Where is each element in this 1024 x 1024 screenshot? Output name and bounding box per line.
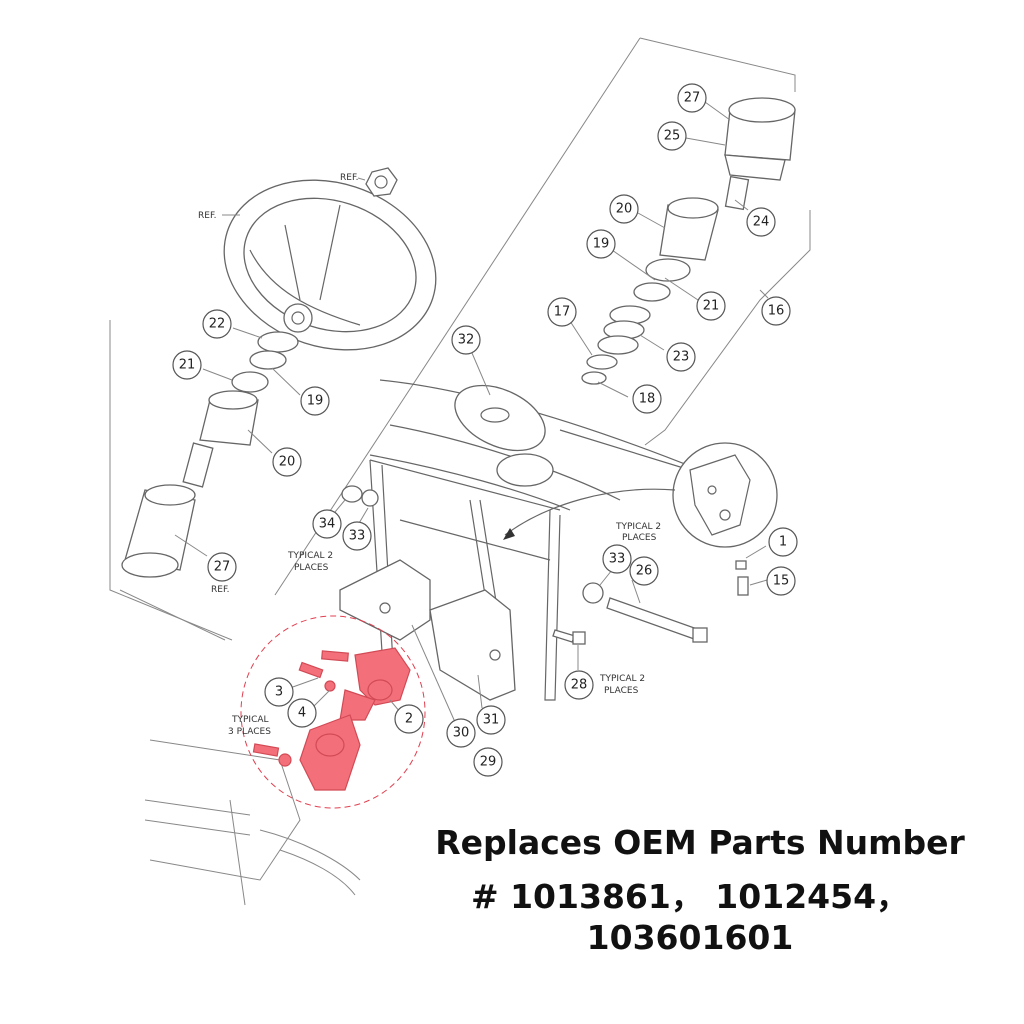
svg-text:25: 25 <box>664 129 681 144</box>
frame-line <box>119 589 226 641</box>
svg-text:19: 19 <box>307 394 324 409</box>
steering-intermediate-shaft <box>252 647 411 791</box>
steering-wheel <box>223 179 437 351</box>
highlight-circle <box>240 615 426 809</box>
svg-text:18: 18 <box>639 392 656 407</box>
callout-29: 29 <box>473 747 503 777</box>
callout-31: 31 <box>476 705 506 735</box>
callout-21-left: 21 <box>172 350 202 380</box>
washer-33 <box>361 489 379 507</box>
callout-33-left: 33 <box>342 521 372 551</box>
svg-text:30: 30 <box>453 726 470 741</box>
svg-text:32: 32 <box>458 333 475 348</box>
column-frame-right <box>644 210 811 446</box>
typical2-bolt-b: PLACES <box>604 686 639 696</box>
detail-inset <box>672 442 778 548</box>
callout-18: 18 <box>632 384 662 414</box>
dashboard-outline <box>379 379 701 471</box>
typical2-bolt-a: TYPICAL 2 <box>599 674 645 684</box>
svg-text:15: 15 <box>773 574 790 589</box>
callout-32: 32 <box>451 325 481 355</box>
callout-17: 17 <box>547 297 577 327</box>
typical2-left-b: PLACES <box>294 563 329 573</box>
svg-text:34: 34 <box>319 517 336 532</box>
svg-text:31: 31 <box>483 713 500 728</box>
callout-23: 23 <box>666 342 696 372</box>
dashboard-outline <box>369 454 571 511</box>
ref-27-label: REF. <box>211 585 230 595</box>
svg-text:20: 20 <box>279 455 296 470</box>
dash-plate <box>454 384 554 487</box>
ref-wheel-label: REF. <box>198 211 217 221</box>
callout-21-right: 21 <box>696 291 726 321</box>
steering-wheel-nut <box>365 167 398 197</box>
callout-27-left: 27 <box>207 552 237 582</box>
callout-1: 1 <box>768 527 798 557</box>
washer-1 <box>735 560 747 570</box>
typical2-right-b: PLACES <box>622 533 657 543</box>
screw-15 <box>737 576 749 596</box>
callout-4: 4 <box>287 698 317 728</box>
lower-bracket-31 <box>429 589 516 701</box>
svg-text:4: 4 <box>298 706 306 721</box>
right-column-stack <box>581 97 796 385</box>
svg-text:3: 3 <box>275 685 283 700</box>
callout-2: 2 <box>394 704 424 734</box>
steering-rack <box>144 739 361 906</box>
svg-text:24: 24 <box>753 215 770 230</box>
callout-19-left: 19 <box>300 386 330 416</box>
svg-text:22: 22 <box>209 317 226 332</box>
callout-19-right: 19 <box>586 229 616 259</box>
callout-16: 16 <box>761 296 791 326</box>
svg-text:27: 27 <box>684 91 701 106</box>
svg-text:26: 26 <box>636 564 653 579</box>
column-frame <box>639 37 796 92</box>
svg-text:1: 1 <box>779 535 787 550</box>
callout-20-right: 20 <box>609 194 639 224</box>
svg-text:33: 33 <box>609 552 626 567</box>
caption-title: Replaces OEM Parts Number <box>435 823 965 862</box>
svg-text:29: 29 <box>480 755 497 770</box>
callout-27-top: 27 <box>677 83 707 113</box>
callout-28: 28 <box>564 670 594 700</box>
callout-33-right: 33 <box>602 544 632 574</box>
left-column-stack <box>121 331 299 578</box>
ref-nut-label: REF. <box>340 173 359 183</box>
detail-arrow <box>504 488 676 536</box>
callout-26: 26 <box>629 556 659 586</box>
callout-34: 34 <box>312 509 342 539</box>
callout-22: 22 <box>202 309 232 339</box>
callout-30: 30 <box>446 718 476 748</box>
typical2-left-a: TYPICAL 2 <box>287 551 333 561</box>
callout-24: 24 <box>746 207 776 237</box>
svg-text:33: 33 <box>349 529 366 544</box>
svg-text:21: 21 <box>703 299 720 314</box>
callout-15: 15 <box>766 566 796 596</box>
bolt-26 <box>582 582 708 643</box>
leader-lines <box>174 101 769 723</box>
svg-text:27: 27 <box>214 560 231 575</box>
frame-line <box>274 37 641 596</box>
dashboard-outline <box>559 429 691 520</box>
svg-text:21: 21 <box>179 358 196 373</box>
callout-25: 25 <box>657 121 687 151</box>
svg-text:23: 23 <box>673 350 690 365</box>
caption-part-numbers: # 1013861， 1012454， 103601601 <box>470 877 910 957</box>
svg-text:28: 28 <box>571 678 588 693</box>
svg-text:17: 17 <box>554 305 571 320</box>
left-frame <box>109 320 233 641</box>
typical3-a: TYPICAL <box>231 715 269 725</box>
svg-text:2: 2 <box>405 712 413 727</box>
typical2-right-a: TYPICAL 2 <box>615 522 661 532</box>
typical3-b: 3 PLACES <box>228 727 271 737</box>
svg-text:16: 16 <box>768 304 785 319</box>
nut-34 <box>341 485 363 503</box>
bolt-28 <box>552 629 586 645</box>
lower-bracket-30 <box>339 559 431 641</box>
svg-text:20: 20 <box>616 202 633 217</box>
svg-text:19: 19 <box>593 237 610 252</box>
callout-3: 3 <box>264 677 294 707</box>
callout-20-left: 20 <box>272 447 302 477</box>
